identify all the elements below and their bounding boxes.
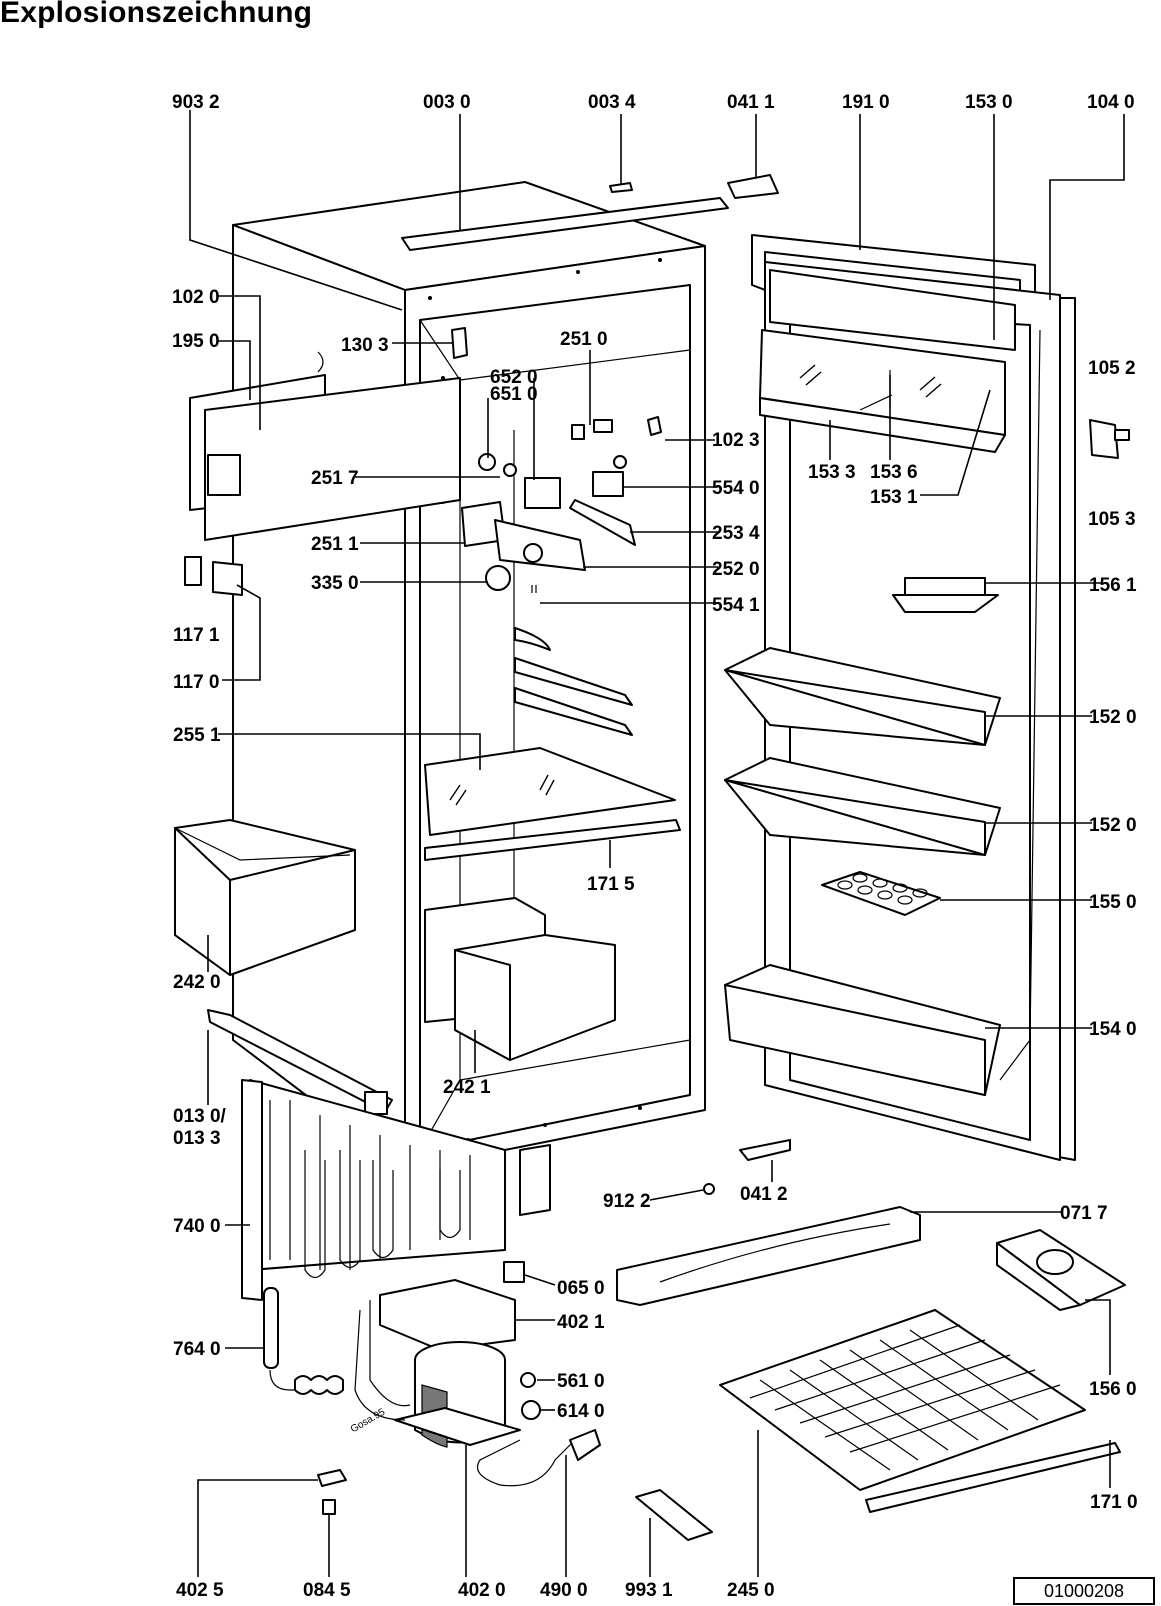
label-252-0: 252 0 [712, 559, 760, 580]
label-104-0: 104 0 [1087, 92, 1135, 113]
label-242-1: 242 1 [443, 1077, 491, 1098]
label-152-0-upper: 152 0 [1089, 707, 1137, 728]
condenser-740-0 [241, 1079, 551, 1301]
label-041-1: 041 1 [727, 92, 775, 113]
label-903-2: 903 2 [172, 92, 220, 113]
part-labels: 903 2 003 0 003 4 041 1 191 0 153 0 104 … [172, 92, 1138, 1601]
sensor-764-0 [263, 1287, 344, 1395]
label-065-0: 065 0 [557, 1278, 605, 1299]
label-242-0: 242 0 [173, 972, 221, 993]
label-153-3: 153 3 [808, 462, 856, 483]
label-084-5: 084 5 [303, 1580, 351, 1601]
label-490-0: 490 0 [540, 1580, 588, 1601]
fridge-door [724, 234, 1130, 1161]
label-130-3: 130 3 [341, 335, 389, 356]
label-251-7: 251 7 [311, 468, 359, 489]
small-parts-117 [184, 556, 243, 596]
label-156-0: 156 0 [1089, 1379, 1137, 1400]
label-251-1: 251 1 [311, 534, 359, 555]
label-764-0: 764 0 [173, 1339, 221, 1360]
label-153-6: 153 6 [870, 462, 918, 483]
loose-drawer-242-0 [174, 819, 356, 976]
label-402-0: 402 0 [458, 1580, 506, 1601]
label-155-0: 155 0 [1089, 892, 1137, 913]
label-402-1: 402 1 [557, 1312, 605, 1333]
label-154-0: 154 0 [1089, 1019, 1137, 1040]
label-253-4: 253 4 [712, 523, 760, 544]
label-651-0: 651 0 [490, 384, 538, 405]
label-102-0: 102 0 [172, 287, 220, 308]
label-003-4: 003 4 [588, 92, 636, 113]
label-102-3: 102 3 [712, 430, 760, 451]
leader-lines [189, 110, 1125, 1577]
interior-light-parts [451, 327, 662, 593]
label-071-7: 071 7 [1060, 1203, 1108, 1224]
label-171-5: 171 5 [587, 874, 635, 895]
label-614-0: 614 0 [557, 1401, 605, 1422]
loose-items [616, 1206, 1126, 1541]
label-105-2: 105 2 [1088, 358, 1136, 379]
label-117-1: 117 1 [173, 625, 220, 646]
label-402-5: 402 5 [176, 1580, 224, 1601]
label-740-0: 740 0 [173, 1216, 221, 1237]
glass-shelves [424, 627, 681, 861]
label-153-1: 153 1 [870, 487, 918, 508]
label-245-0: 245 0 [727, 1580, 775, 1601]
label-335-0: 335 0 [311, 573, 359, 594]
label-156-1: 156 1 [1089, 575, 1137, 596]
label-993-1: 993 1 [625, 1580, 673, 1601]
label-195-0: 195 0 [172, 331, 220, 352]
signature-stamp: Gosa.95 [349, 1407, 388, 1436]
label-152-0-lower: 152 0 [1089, 815, 1137, 836]
label-013-3: 013 3 [173, 1128, 221, 1149]
page-title: Explosionszeichnung [0, 0, 313, 29]
label-652-0: 652 0 [490, 367, 538, 388]
label-191-0: 191 0 [842, 92, 890, 113]
drawing-number: 01000208 [1013, 1577, 1155, 1605]
crisper-drawers [424, 897, 616, 1061]
label-554-1: 554 1 [712, 595, 760, 616]
bottom-rail-013 [207, 1009, 393, 1115]
label-013-0: 013 0/ [173, 1106, 227, 1127]
label-554-0: 554 0 [712, 478, 760, 499]
label-041-2: 041 2 [740, 1184, 788, 1205]
label-153-0: 153 0 [965, 92, 1013, 113]
label-003-0: 003 0 [423, 92, 471, 113]
label-561-0: 561 0 [557, 1371, 605, 1392]
label-105-3: 105 3 [1088, 509, 1136, 530]
freezer-door-102-0 [189, 351, 461, 541]
label-117-0: 117 0 [173, 672, 220, 693]
label-912-2: 912 2 [603, 1191, 651, 1212]
label-251-0: 251 0 [560, 329, 608, 350]
label-171-0: 171 0 [1090, 1492, 1138, 1513]
label-255-1: 255 1 [173, 725, 221, 746]
